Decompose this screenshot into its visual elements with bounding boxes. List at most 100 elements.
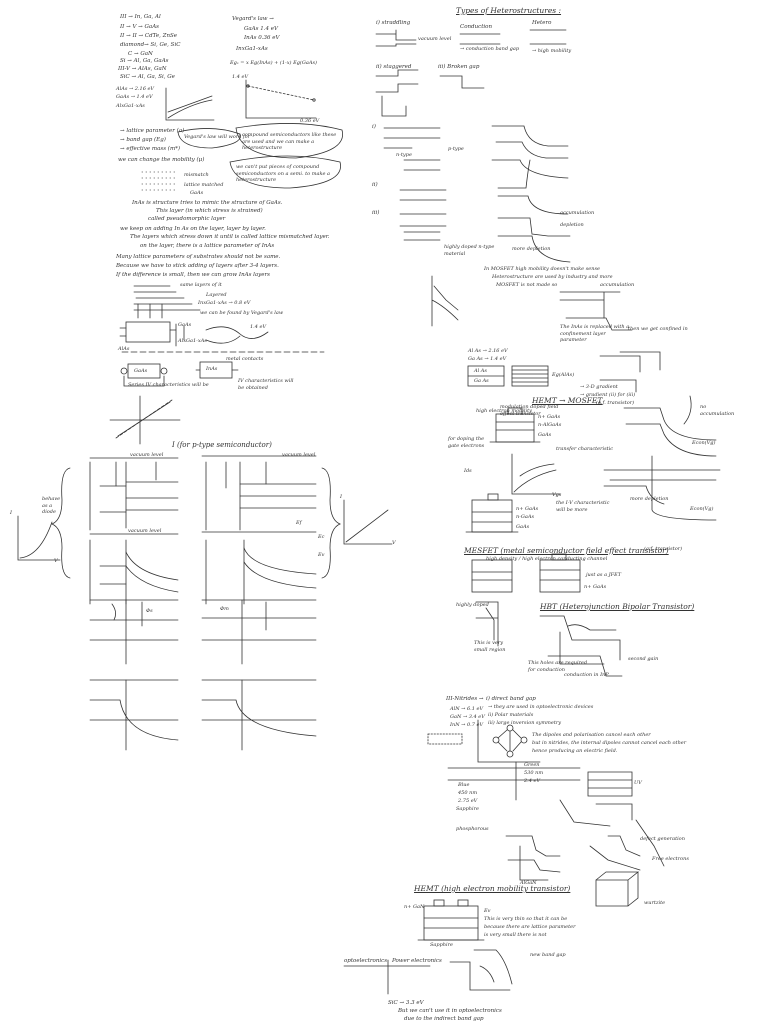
note-line: second gain <box>628 656 659 662</box>
device-band-sketch <box>205 326 269 344</box>
note-line: GaAs <box>190 190 204 196</box>
note-line: Vegard's law → <box>232 16 274 22</box>
note-line: modulation doped field effect transistor <box>500 404 559 417</box>
note-line: → effective mass (m*) <box>120 146 181 152</box>
note-line: MOSFET is not made so <box>496 282 558 288</box>
pn-section-title: I (for p-type semiconductor) <box>172 441 272 449</box>
note-line: InxGa1-xAs <box>236 46 268 52</box>
nitride-band-sketches <box>505 819 665 907</box>
note-line: Ga As → 1.4 eV <box>468 356 507 362</box>
label: vacuum level <box>128 528 162 534</box>
note-line: just as a JFET <box>586 572 622 578</box>
note-line: AlN → 6.1 eV <box>450 706 484 712</box>
bottom-table <box>343 959 431 995</box>
note-line: vacuum level <box>418 36 452 42</box>
note-line: → lattice parameter (a) <box>120 128 185 134</box>
note-line: Layered <box>206 292 227 298</box>
note-line: Ids <box>464 468 472 474</box>
note-line: This is very thin so that it can be <box>484 916 568 922</box>
note-line: n-type <box>396 152 412 158</box>
mesfet-structure-sketch <box>465 493 581 593</box>
note-line: Vgs <box>552 492 562 498</box>
note-line: → gradient (ii) for (iii) <box>580 392 636 398</box>
label: Φm <box>220 606 229 612</box>
note-line: lattice matched <box>184 182 224 188</box>
label: Φs <box>146 608 153 614</box>
note-line: Power electronics <box>392 958 442 964</box>
note-line: compound semiconductors like these are u… <box>242 132 337 151</box>
hbt-sketch <box>475 601 623 677</box>
note-line: highly doped <box>456 602 489 608</box>
note-line: wurtzite <box>644 900 666 906</box>
note-line: C → GaN <box>128 51 153 57</box>
note-line: more depletion <box>512 246 551 252</box>
note-line: InAs is structure tries to mimic the str… <box>132 200 283 206</box>
note-line: InxGa1-xAs → 0.8 eV <box>198 300 251 306</box>
note-line: Because we have to stick adding of layer… <box>116 263 279 269</box>
note-line: depletion <box>560 222 584 228</box>
note-line: defect generation <box>640 836 685 842</box>
superlattice-sketch <box>467 351 661 393</box>
note-line: p-type <box>448 146 464 152</box>
note-line: Vegard's law will work for <box>184 134 251 140</box>
note-line: II → II → CdTe, ZnSe <box>120 33 178 39</box>
note-line: is very small there is not <box>484 932 547 938</box>
note-line: Al As → 2.16 eV <box>468 348 508 354</box>
note-line: GaAs <box>516 524 530 530</box>
bandgap-vs-composition-graph <box>165 87 215 121</box>
note-line: Ev <box>484 908 491 914</box>
note-line: Series IV characteristics will be <box>128 382 209 388</box>
hemt-iv-graph <box>511 453 561 495</box>
vegard-graph <box>245 79 317 119</box>
label: Ec <box>318 534 325 540</box>
note-line: mismatch <box>184 172 209 178</box>
section-title: HEMT → MOSFET <box>532 396 603 405</box>
note-line: → high mobility <box>532 48 572 54</box>
note-line: n-AlGaAs <box>538 422 562 428</box>
note-line: This is very small region <box>474 640 506 653</box>
note-line: (a.f. transistor) <box>596 400 635 406</box>
hetero-types-sketches <box>375 29 567 117</box>
note-line: we can't put pieces of compound semicond… <box>236 164 331 183</box>
note-line: n+ GaAs <box>538 414 561 420</box>
note-line: In MOSFET high mobility doesn't make sen… <box>484 266 600 272</box>
note-line: InAs <box>206 366 218 372</box>
note-line: → 3-D gradient <box>580 384 618 390</box>
section-title: MESFET (metal semiconductor field effect… <box>464 546 669 555</box>
note-line: 1.4 eV <box>250 324 267 330</box>
note-line: Green <box>524 762 540 768</box>
note-line: conduction in InP <box>564 672 609 678</box>
label: behave as a diode <box>42 496 61 515</box>
note-line: Egₓ = x Eg(InAs) + (1-x) Eg(GaAs) <box>230 60 317 66</box>
note-line: 2.75 eV <box>458 798 478 804</box>
note-line: phosphorous <box>456 826 489 832</box>
label: I <box>340 494 342 500</box>
hemt-gan-structure <box>417 899 485 941</box>
note-line: iii) large inversion symmetry <box>488 720 562 726</box>
note-line: i) direct band gap <box>486 696 536 702</box>
label: vacuum level <box>282 452 316 458</box>
note-line: Ga As <box>474 378 489 384</box>
band-diagrams-lower <box>89 599 317 751</box>
note-line: no accumulation <box>700 404 735 417</box>
note-line: metal contacts <box>226 356 264 362</box>
note-line: highly doped n-type material <box>444 244 495 257</box>
page-title: Types of Heterostructures : <box>456 6 562 15</box>
note-line: Eg(AlAs) <box>552 372 575 378</box>
note-line: Al As <box>474 368 487 374</box>
note-line: more depletion <box>630 496 669 502</box>
note-line: → they are used in optoelectronic device… <box>488 704 594 710</box>
note-line: high density / high electron conducting … <box>486 556 608 562</box>
note-line: Econ(Vg) <box>690 506 714 512</box>
note-line: UV <box>634 780 642 786</box>
note-line: same layers of it <box>180 282 222 288</box>
label: V <box>54 558 58 564</box>
note-line: Hetero <box>532 20 552 26</box>
iv-ohmic-graph <box>343 499 393 545</box>
note-line: AlxGa1-xAs <box>178 338 207 344</box>
label: Ef <box>296 520 302 526</box>
note-line: AlAs → 2.16 eV <box>116 86 155 92</box>
iv-diode-graph <box>17 515 61 561</box>
note-line: Many lattice parameters of substrates sh… <box>116 254 281 260</box>
note-line: SiC → Al, Ga, Si, Ge <box>120 74 175 80</box>
